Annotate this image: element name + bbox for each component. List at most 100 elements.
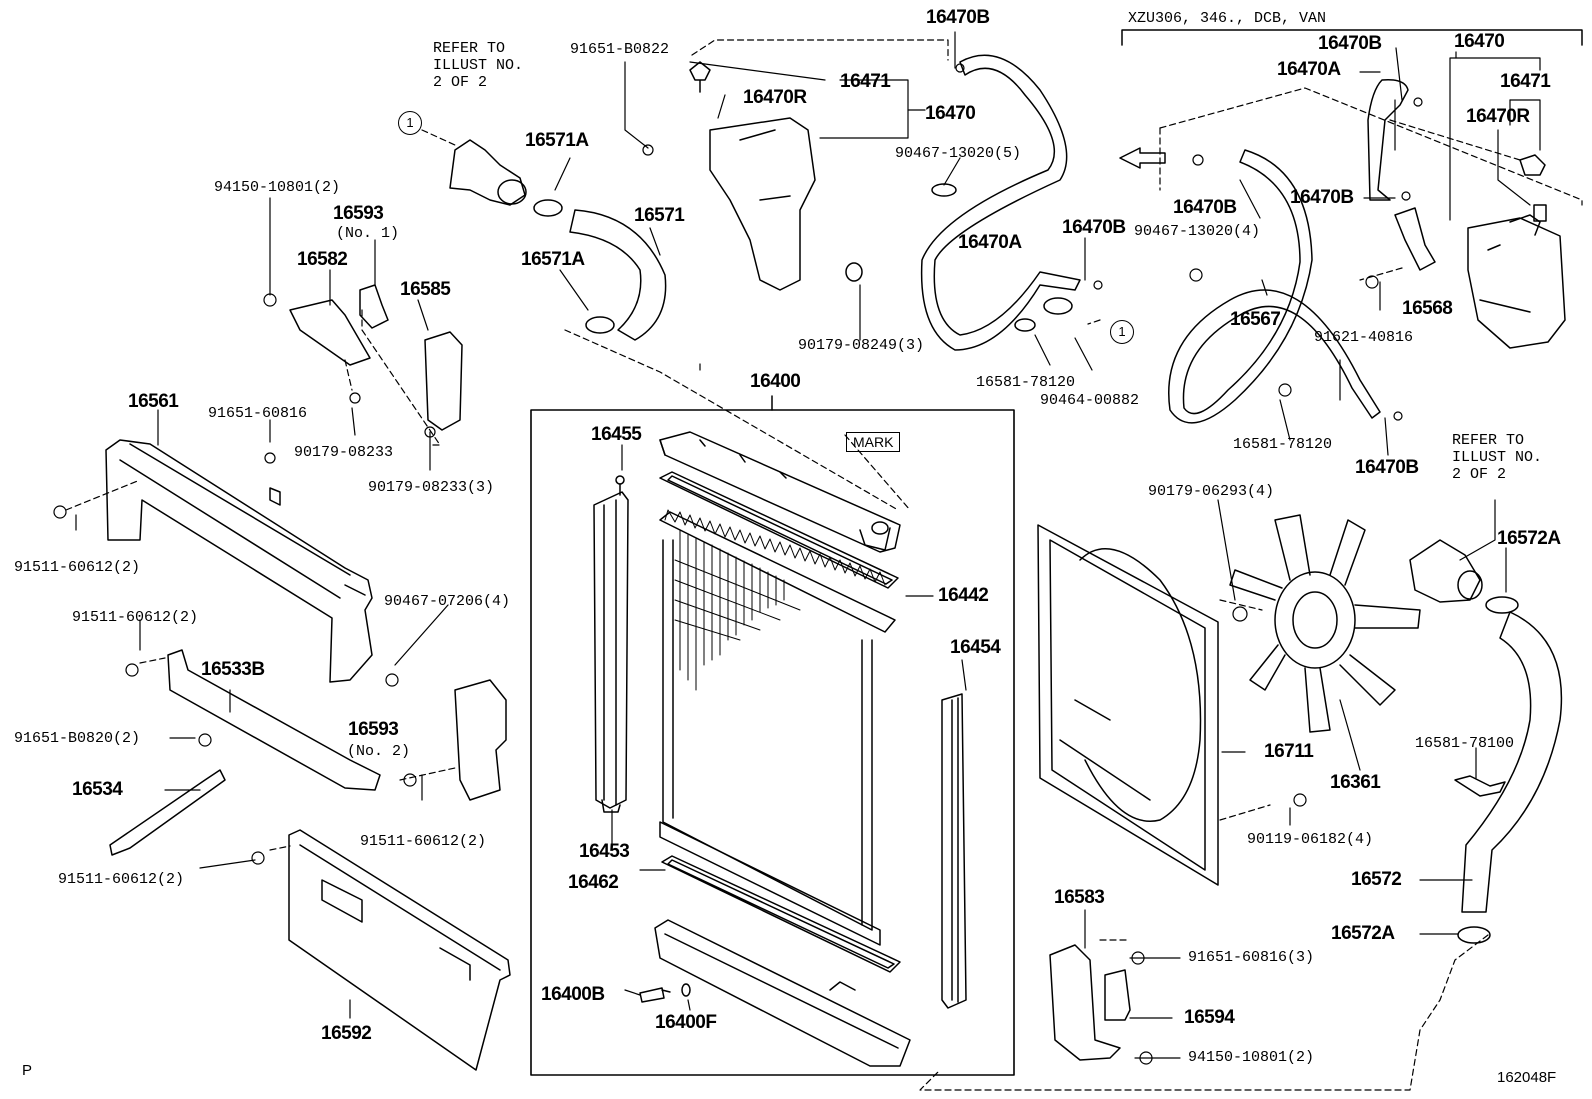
label-90467-13020-5: 90467-13020(5)	[895, 145, 1022, 162]
bracket-16593-no2	[454, 679, 507, 801]
water-inlet-right	[1409, 539, 1481, 603]
circle-ref-1-top: 1	[398, 111, 422, 135]
label-16455: 16455	[591, 424, 642, 445]
label-16571: 16571	[634, 205, 685, 226]
hose-16567	[1168, 149, 1381, 424]
label-90179-08233-3: 90179-08233(3)	[368, 479, 495, 496]
arrow-left	[1119, 147, 1166, 169]
fan-16361	[1229, 514, 1421, 733]
label-16572: 16572	[1351, 869, 1402, 890]
label-16582: 16582	[297, 249, 348, 270]
bracket-16568	[1394, 207, 1436, 271]
water-outlet	[449, 139, 527, 206]
bracket-16582	[289, 299, 371, 366]
label-16470A-mid: 16470A	[958, 232, 1022, 253]
label-16571A-top: 16571A	[525, 130, 589, 151]
label-16470B-r1: 16470B	[1318, 33, 1382, 54]
label-16453: 16453	[579, 841, 630, 862]
hose-16470A-mid	[920, 54, 1081, 351]
bracket-16585	[424, 331, 463, 431]
corner-mark: P	[22, 1062, 33, 1079]
label-16581-78100: 16581-78100	[1415, 735, 1515, 752]
label-16572A-bot: 16572A	[1331, 923, 1395, 944]
stay-16534	[109, 769, 226, 856]
radiator-support-16561	[105, 439, 373, 683]
side-support-16454	[941, 693, 967, 1009]
label-16470-r: 16470	[1454, 31, 1505, 52]
label-16470B-r2: 16470B	[1173, 197, 1237, 218]
label-90119-06182-4: 90119-06182(4)	[1247, 831, 1374, 848]
label-16470B-r4: 16470B	[1355, 457, 1419, 478]
label-16571A-bot: 16571A	[521, 249, 585, 270]
reservoir-tank-mid	[709, 117, 816, 291]
diagram-code: 162048F	[1497, 1069, 1557, 1086]
label-16533B: 16533B	[201, 659, 265, 680]
label-90179-08249-3: 90179-08249(3)	[798, 337, 925, 354]
label-16568: 16568	[1402, 298, 1453, 319]
bracket-16583	[1049, 944, 1121, 1061]
label-16400: 16400	[750, 371, 801, 392]
label-91511-60612-2-d: 91511-60612(2)	[58, 871, 185, 888]
label-16593-no2-sub: (No. 2)	[347, 743, 411, 760]
label-16593-no1-sub: (No. 1)	[336, 225, 400, 242]
mark-label: MARK	[846, 432, 901, 452]
label-90464-00882: 90464-00882	[1040, 392, 1140, 409]
label-16471-mid: 16471	[840, 71, 891, 92]
circle-ref-1-mid: 1	[1110, 320, 1134, 344]
label-94150-10801-2-top: 94150-10801(2)	[214, 179, 341, 196]
label-16470R-r: 16470R	[1466, 106, 1530, 127]
upper-gasket-16442	[659, 471, 899, 589]
fan-shroud-16711	[1037, 524, 1219, 886]
clamp-16581-78100	[1454, 775, 1506, 797]
label-16470R-mid: 16470R	[743, 87, 807, 108]
hose-16470A-right	[1367, 78, 1409, 201]
side-support-16453	[593, 475, 629, 813]
label-16593-no2: 16593	[348, 719, 399, 740]
radiator-lower-tank	[654, 919, 911, 1067]
hose-16572	[1461, 611, 1563, 913]
lower-gasket-16462	[661, 855, 901, 973]
label-16585: 16585	[400, 279, 451, 300]
label-91621-40816: 91621-40816	[1314, 329, 1414, 346]
label-91651-B0820-2: 91651-B0820(2)	[14, 730, 141, 747]
label-16534: 16534	[72, 779, 123, 800]
bracket-16594	[1104, 969, 1131, 1021]
bracket-16593-no1	[359, 284, 389, 329]
label-16454: 16454	[950, 637, 1001, 658]
label-16567: 16567	[1230, 309, 1281, 330]
label-16470B-mid: 16470B	[1062, 217, 1126, 238]
label-16594: 16594	[1184, 1007, 1235, 1028]
label-94150-10801-2-bot: 94150-10801(2)	[1188, 1049, 1315, 1066]
cap-16470R-right	[1519, 154, 1546, 176]
label-90179-08233: 90179-08233	[294, 444, 394, 461]
label-16471-r: 16471	[1500, 71, 1551, 92]
header-note: XZU306, 346., DCB, VAN	[1128, 10, 1327, 27]
label-90179-06293-4: 90179-06293(4)	[1148, 483, 1275, 500]
label-91651-B0822: 91651-B0822	[570, 41, 670, 58]
label-91511-60612-2-a: 91511-60612(2)	[14, 559, 141, 576]
drain-plug-16400B	[639, 987, 671, 1003]
cover-16592	[288, 829, 511, 1071]
label-16470B-r3: 16470B	[1290, 187, 1354, 208]
radiator-core	[659, 509, 896, 946]
filler-16470R-right	[1533, 204, 1547, 222]
refer-note-top: REFER TO ILLUST NO. 2 OF 2	[433, 40, 524, 91]
label-91511-60612-2-b: 91511-60612(2)	[72, 609, 199, 626]
label-16581-78120-b: 16581-78120	[1233, 436, 1333, 453]
label-16592: 16592	[321, 1023, 372, 1044]
label-16593-no1: 16593	[333, 203, 384, 224]
radiator-upper-tank	[659, 431, 901, 553]
label-16470-mid: 16470	[925, 103, 976, 124]
label-16470B-top: 16470B	[926, 7, 990, 28]
label-16561: 16561	[128, 391, 179, 412]
label-91651-60816: 91651-60816	[208, 405, 308, 422]
label-90467-13020-4: 90467-13020(4)	[1134, 223, 1261, 240]
refer-note-right: REFER TO ILLUST NO. 2 OF 2	[1452, 432, 1543, 483]
label-90467-07206-4: 90467-07206(4)	[384, 593, 511, 610]
label-91511-60612-2-c: 91511-60612(2)	[360, 833, 487, 850]
label-16400B: 16400B	[541, 984, 605, 1005]
reservoir-tank-right	[1467, 214, 1566, 349]
label-91651-60816-3: 91651-60816(3)	[1188, 949, 1315, 966]
